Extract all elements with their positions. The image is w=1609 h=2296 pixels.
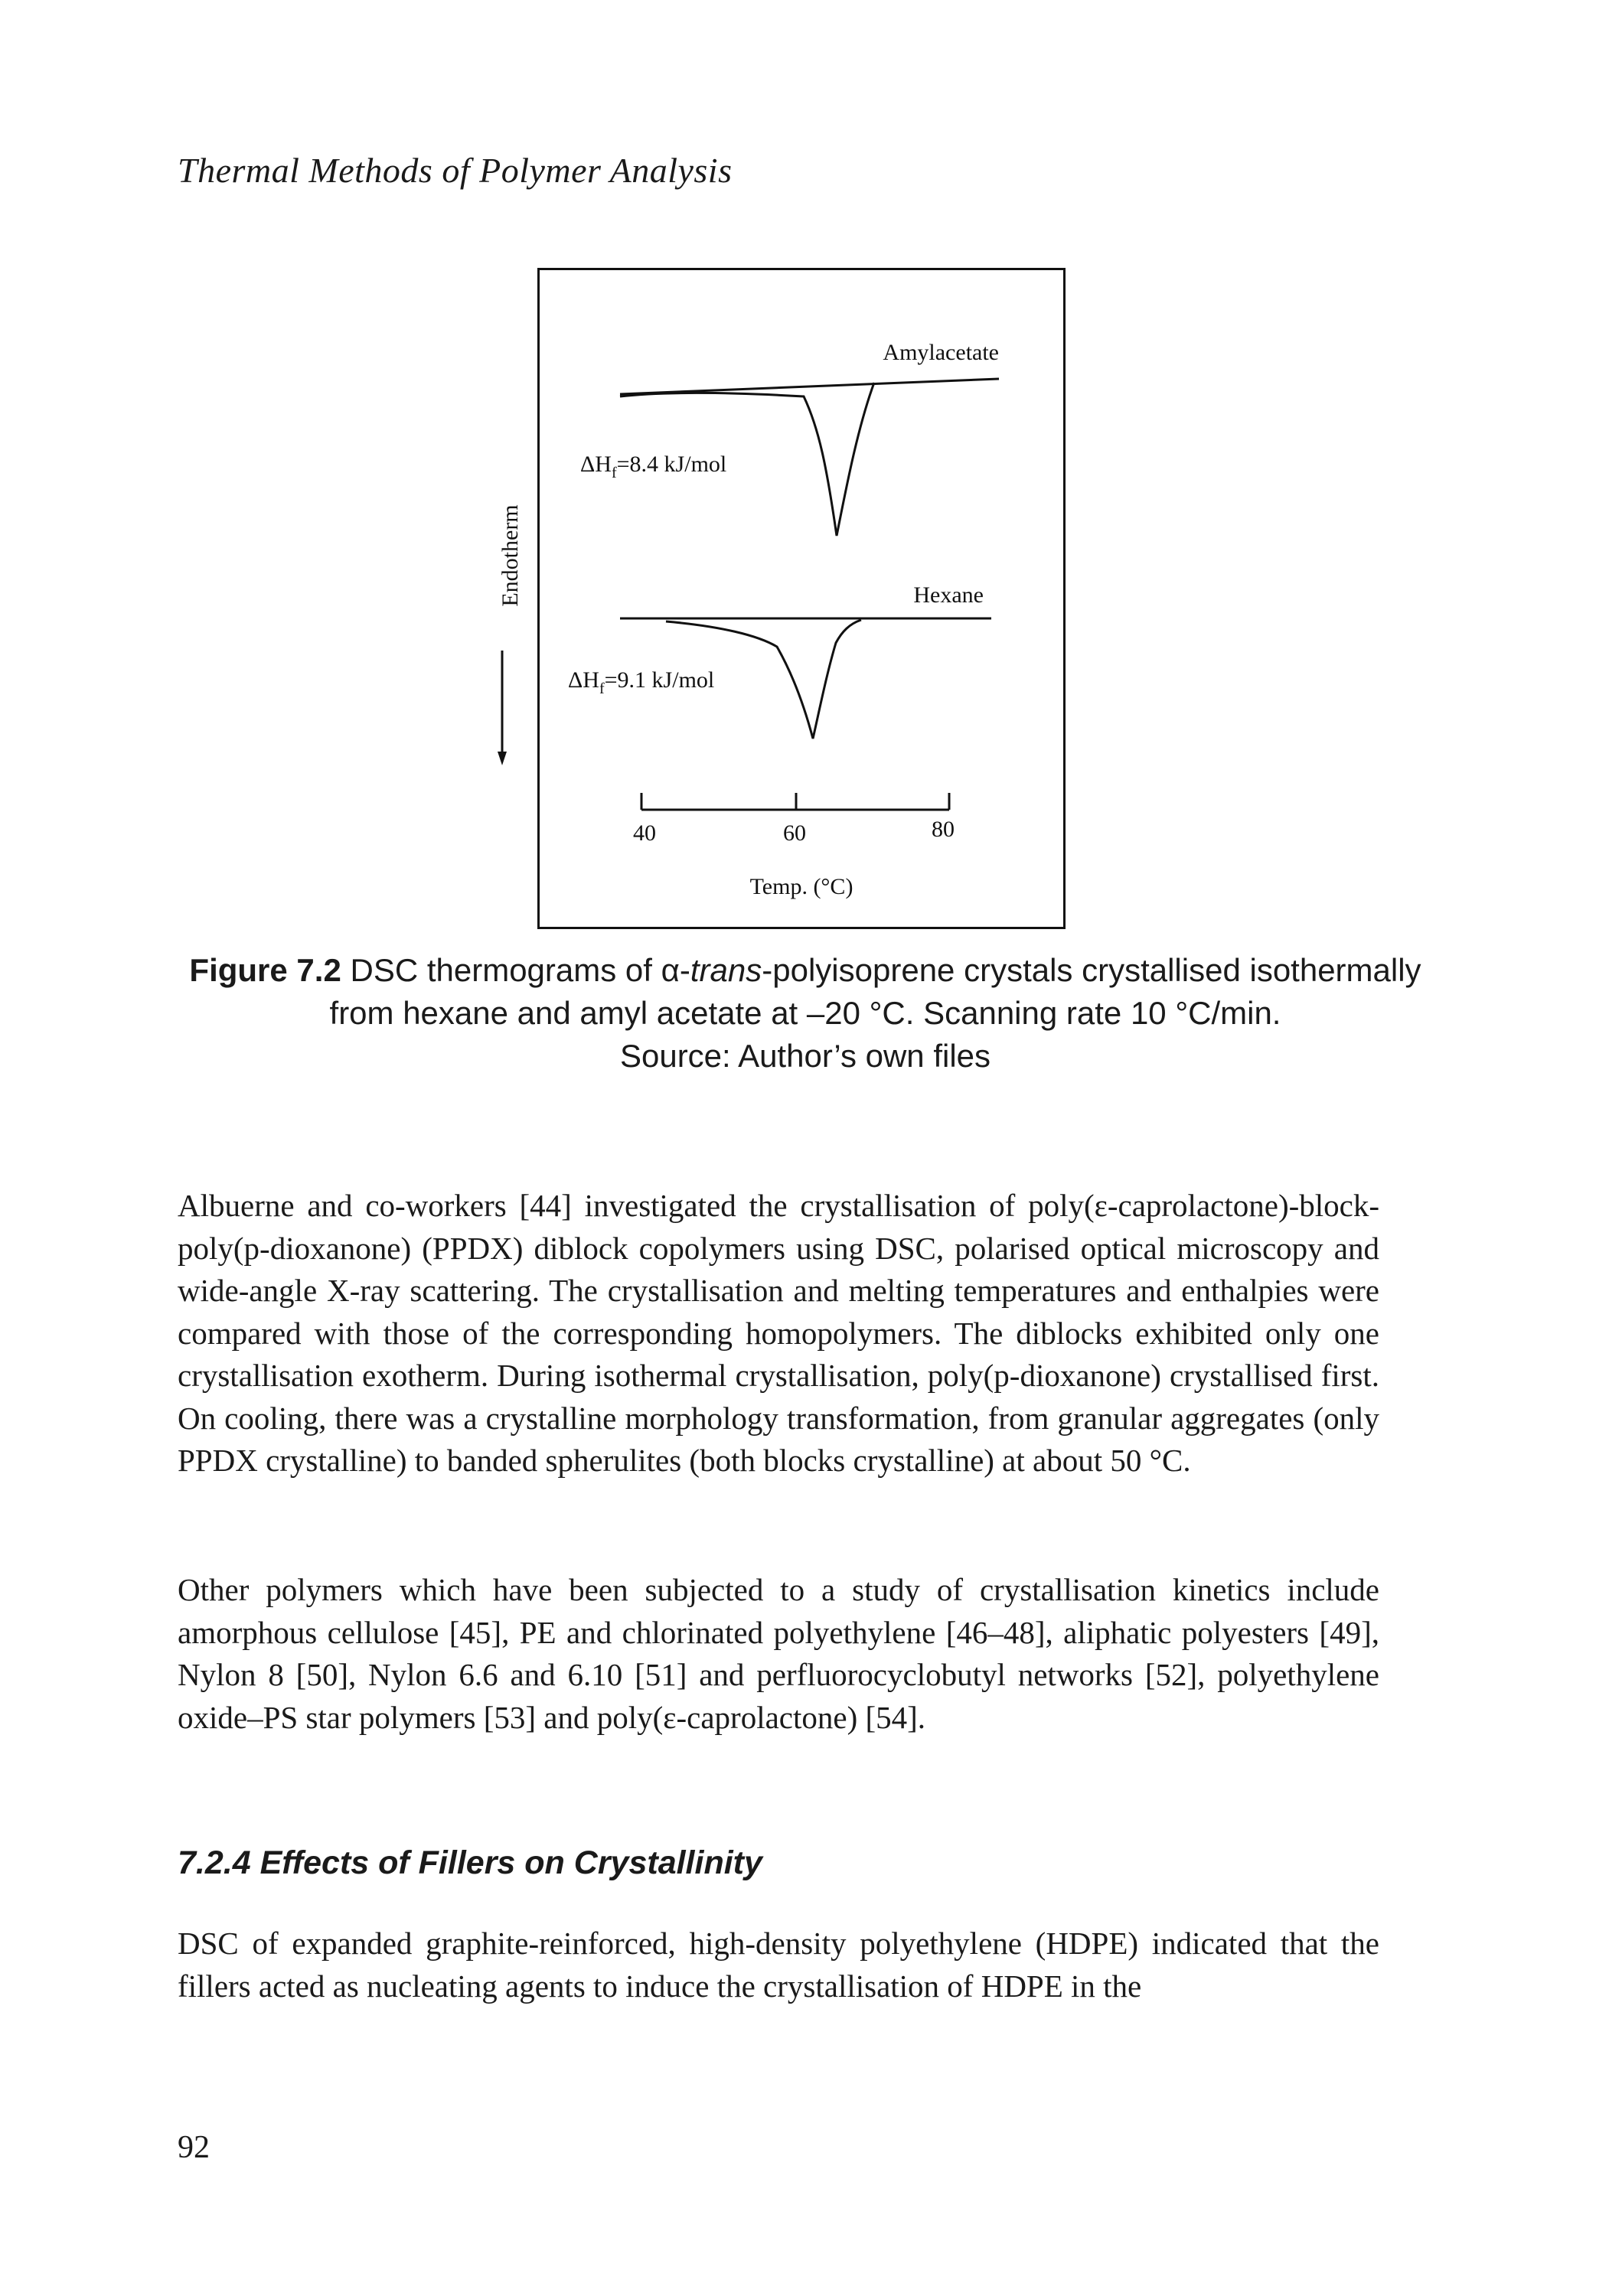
page-number: 92 (178, 2130, 210, 2165)
curve-label-amylacetate: Amylacetate (883, 340, 999, 365)
curve-hexane (665, 618, 862, 739)
figure-caption: Figure 7.2 DSC thermograms of α-trans-po… (178, 949, 1433, 1078)
curve-label-hexane: Hexane (913, 582, 984, 608)
caption-italic: trans (690, 952, 762, 988)
paragraph-1-block: Albuerne and co-workers [44] investigate… (178, 1185, 1379, 1482)
running-head: Thermal Methods of Polymer Analysis (178, 151, 733, 190)
baseline-amylacetate (619, 377, 1000, 396)
caption-source: Source: Author’s own files (619, 1038, 991, 1074)
tick-label-80: 80 (932, 817, 955, 842)
enthalpy-label-hexane: ΔHf=9.1 kJ/mol (568, 667, 714, 697)
enthalpy-label-amylacetate: ΔHf=8.4 kJ/mol (580, 452, 726, 481)
paragraph-2: Other polymers which have been subjected… (178, 1572, 1379, 1735)
paragraph-2-block: Other polymers which have been subjected… (178, 1569, 1379, 1739)
tick-label-40: 40 (633, 820, 656, 846)
paragraph-3: DSC of expanded graphite-reinforced, hig… (178, 1926, 1379, 2004)
figure-frame (537, 268, 1066, 929)
caption-text-after: -polyisoprene crystals crystallised isot… (329, 952, 1421, 1031)
tick-label-60: 60 (783, 820, 806, 846)
curve-amylacetate (619, 382, 876, 536)
x-axis-label: Temp. (°C) (750, 874, 853, 899)
endotherm-arrow-head (498, 752, 507, 765)
y-axis-label: Endotherm (498, 504, 523, 606)
caption-text-before: DSC thermograms of α- (341, 952, 690, 988)
figure-label: Figure 7.2 (189, 952, 341, 988)
section-heading: 7.2.4 Effects of Fillers on Crystallinit… (178, 1844, 762, 1881)
paragraph-1: Albuerne and co-workers [44] investigate… (178, 1188, 1379, 1478)
paragraph-3-block: DSC of expanded graphite-reinforced, hig… (178, 1923, 1379, 2007)
